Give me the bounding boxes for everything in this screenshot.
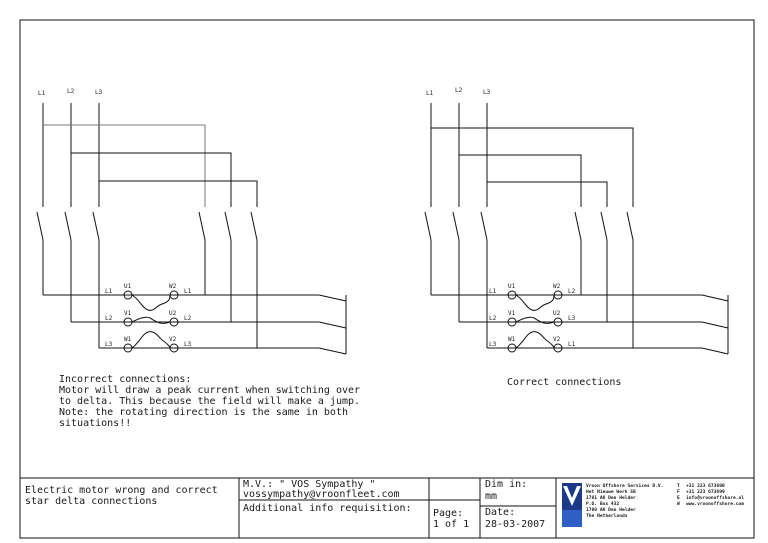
right-diagram: L1 L2 L3: [424, 87, 729, 388]
main-contactor: [424, 211, 488, 241]
svg-text:E: E: [677, 495, 680, 501]
delta-contactor: [198, 211, 258, 241]
svg-text:P.O. Box 432: P.O. Box 432: [586, 501, 619, 507]
note-line-1: Incorrect connections:: [59, 374, 191, 385]
motor-label: L3: [184, 341, 192, 348]
note-line-2: Motor will draw a peak current when swit…: [59, 385, 360, 396]
supply-label-l2: L2: [67, 88, 75, 95]
page-value: 1 of 1: [433, 519, 469, 530]
star-contactor: [318, 294, 347, 355]
vessel-name: M.V.: " VOS Sympathy ": [243, 479, 375, 490]
additional-info-label: Additional info requisition:: [243, 503, 412, 514]
main-contactor: [36, 211, 100, 241]
note-line-3: to delta. This because the field will ma…: [59, 396, 360, 407]
motor-label: L1: [568, 341, 576, 348]
cross-wire-l2: [459, 154, 582, 207]
note-line-4: Note: the rotating direction is the same…: [59, 407, 348, 418]
motor-label: U2: [553, 310, 561, 317]
supply-label-l2: L2: [455, 87, 463, 94]
motor-label: V2: [169, 336, 177, 343]
dim-value: mm: [485, 491, 497, 502]
supply-label-l1: L1: [38, 90, 46, 97]
svg-text:1780 AK Den Helder: 1780 AK Den Helder: [586, 507, 636, 513]
caption-correct: Correct connections: [507, 377, 621, 388]
svg-text:1781 AK Den Helder: 1781 AK Den Helder: [586, 495, 636, 501]
motor-label: W2: [169, 283, 177, 290]
svg-text:Het Nieuwe Werk 5B: Het Nieuwe Werk 5B: [586, 489, 636, 495]
svg-text:Vroon Offshore Services B.V.: Vroon Offshore Services B.V.: [586, 483, 663, 489]
company-contacts: T F E W +31 223 673600 +31 223 673699 in…: [677, 483, 744, 507]
cross-wire-l2: [71, 152, 232, 207]
motor-label: V1: [124, 310, 132, 317]
motor-label: W2: [553, 283, 561, 290]
cross-wire-l1: [43, 124, 206, 207]
drawing-title-line-1: Electric motor wrong and correct: [25, 485, 218, 496]
date-value: 28-03-2007: [485, 519, 545, 530]
motor-label: V2: [553, 336, 561, 343]
motor-label: L1: [184, 288, 192, 295]
note-line-5: situations!!: [59, 418, 131, 429]
motor-label: L2: [184, 315, 192, 322]
cross-wire-l3: [487, 181, 608, 207]
motor-label: L2: [568, 288, 576, 295]
svg-text:www.vroonoffshore.com: www.vroonoffshore.com: [686, 501, 744, 507]
motor-label: W1: [124, 336, 132, 343]
left-diagram: L1 L2 L3: [36, 88, 360, 429]
company-address: Vroon Offshore Services B.V. Het Nieuwe …: [586, 483, 663, 519]
sheet-border: [19, 19, 755, 539]
dim-label: Dim in:: [485, 479, 527, 490]
svg-text:+31 223 673699: +31 223 673699: [686, 489, 725, 495]
star-contactor: [701, 294, 729, 355]
motor-label: L3: [489, 341, 497, 348]
motor-label: W1: [508, 336, 516, 343]
motor-label: U1: [508, 283, 516, 290]
vessel-email: vossympathy@vroonfleet.com: [243, 489, 400, 500]
cross-wire-l1: [431, 127, 634, 207]
motor-label: V1: [508, 310, 516, 317]
supply-label-l3: L3: [95, 89, 103, 96]
motor-label: L1: [489, 288, 497, 295]
company-logo: [562, 483, 582, 527]
motor-label: L3: [568, 315, 576, 322]
cross-wire-l3: [99, 180, 258, 207]
svg-text:F: F: [677, 489, 680, 495]
motor-label: L3: [105, 341, 113, 348]
drawing-title-line-2: star delta connections: [25, 496, 157, 507]
svg-text:W: W: [677, 501, 680, 507]
motor-label: U1: [124, 283, 132, 290]
motor-label: L2: [489, 315, 497, 322]
motor-label: L2: [105, 315, 113, 322]
svg-text:T: T: [677, 483, 680, 489]
delta-contactor: [574, 211, 634, 241]
motor-label: U2: [169, 310, 177, 317]
svg-text:The Netherlands: The Netherlands: [586, 513, 628, 519]
supply-label-l1: L1: [426, 90, 434, 97]
date-label: Date:: [485, 507, 515, 518]
motor-terminals: [123, 290, 179, 353]
page-label: Page:: [433, 508, 463, 519]
svg-text:info@vroonoffshore.nl: info@vroonoffshore.nl: [686, 495, 744, 501]
supply-label-l3: L3: [483, 89, 491, 96]
motor-terminals: [507, 290, 563, 353]
motor-label: L1: [105, 288, 113, 295]
title-block: Electric motor wrong and correct star de…: [19, 477, 755, 539]
svg-text:+31 223 673600: +31 223 673600: [686, 483, 725, 489]
